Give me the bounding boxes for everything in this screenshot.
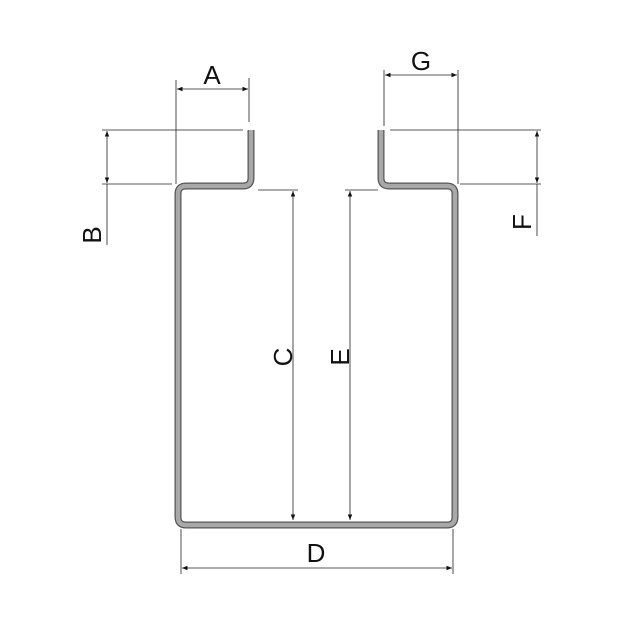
dimension-g: G [383, 46, 459, 184]
label-e: E [325, 348, 355, 365]
dimension-e: E [325, 189, 378, 520]
profile-shape [174, 130, 459, 529]
dimension-c: C [258, 189, 298, 520]
dimension-a: A [175, 60, 250, 184]
label-a: A [203, 60, 221, 90]
dimension-b: B [77, 129, 243, 245]
label-g: G [411, 46, 431, 76]
label-d: D [307, 538, 326, 568]
label-b: B [77, 226, 107, 243]
dimension-d: D [180, 529, 454, 574]
dimension-f: F [390, 129, 541, 236]
label-c: C [268, 348, 298, 367]
label-f: F [507, 214, 537, 230]
